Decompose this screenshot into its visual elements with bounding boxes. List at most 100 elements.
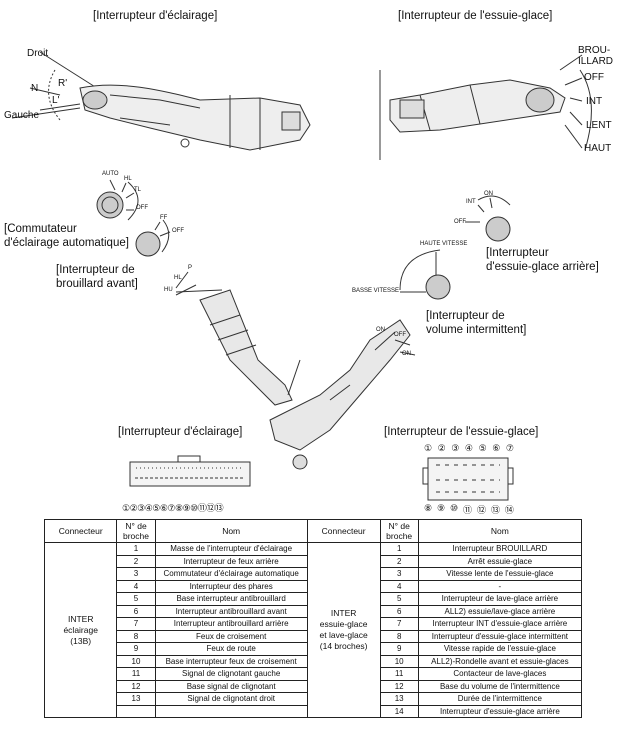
washer-label-on2: ON (402, 351, 411, 357)
pin-number-cell: 4 (116, 579, 156, 593)
auto-dial-auto: AUTO (102, 171, 119, 177)
pin-name-cell: Contacteur de lave-glaces (417, 667, 583, 681)
wiper-switch-title: [Interrupteur de l'essuie-glace] (398, 10, 553, 22)
fog-dial-off: OFF (172, 228, 184, 234)
rear-wiper-dial (465, 195, 511, 242)
auto-dial-hl: HL (124, 176, 132, 182)
pin-number-cell: 11 (379, 667, 419, 681)
wiper-label-brouillard: BROU- ILLARD (578, 45, 614, 67)
speed-dial-haute: HAUTE VITESSE (420, 241, 468, 247)
wiper-connector-drawing (422, 457, 514, 501)
pin-number-cell: 2 (116, 554, 156, 568)
pin-number-cell: 8 (379, 629, 419, 643)
col-header: N° de broche (116, 519, 156, 543)
stalk-label-hu: HU (164, 287, 173, 293)
lighting-connector-drawing (129, 455, 251, 487)
lighting-label-n: N (31, 83, 39, 94)
washer-label-off: OFF (394, 332, 406, 338)
front-fog-dial (135, 219, 171, 257)
left-connector-cell: INTER éclairage (13B) (43, 542, 118, 718)
washer-label-on1: ON (376, 327, 385, 333)
pin-number-cell: 2 (379, 554, 419, 568)
pin-label: ⑬ (490, 505, 500, 515)
pin-name-cell: Vitesse rapide de l'essuie-glace (417, 642, 583, 656)
rear-dial-int: INT (466, 199, 476, 205)
wiper-switch-drawing (379, 54, 592, 160)
pin-number-cell: 4 (379, 579, 419, 593)
pin-label: ⑧ (424, 503, 433, 513)
wiper-label-int: INT (586, 96, 603, 107)
pin-number-cell: 13 (379, 692, 419, 706)
stalk-label-hl: HL (174, 275, 182, 281)
pin-label: ② (437, 443, 446, 453)
pin-name-cell: - (417, 579, 583, 593)
lighting-label-gauche: Gauche (4, 110, 40, 121)
pin-label: ⑩ (450, 503, 459, 513)
intermittent-dial (399, 249, 451, 300)
pin-number-cell: 10 (379, 654, 419, 668)
wiper-label-lent: LENT (586, 120, 612, 131)
pin-name-cell: Base interrupteur feux de croisement (154, 654, 308, 668)
pin-name-cell: ALL2) essuie/lave-glace arrière (417, 604, 583, 618)
lighting-label-r: R' (58, 78, 68, 89)
pin-number-cell: 12 (116, 679, 156, 693)
pin-name-cell: Interrupteur de feux arrière (154, 554, 308, 568)
rear-dial-off: OFF (454, 219, 466, 225)
col-header: Connecteur (306, 519, 381, 543)
pin-name-cell: Feux de croisement (154, 629, 308, 643)
col-header: N° de broche (379, 519, 419, 543)
pin-label: ⑪ (463, 505, 473, 515)
pin-number-cell: 9 (379, 642, 419, 656)
pin-number-cell: 10 (116, 654, 156, 668)
pin-name-cell: Interrupteur des phares (154, 579, 308, 593)
pin-name-cell: Arrêt essuie-glace (417, 554, 583, 568)
lighting-label-l: L' (52, 95, 60, 106)
pin-name-cell: Interrupteur d'essuie-glace arrière (417, 704, 583, 718)
pin-label: ⑫ (477, 505, 487, 515)
pin-name-cell: Base signal de clignotant (154, 679, 308, 693)
front-fog-callout: [Interrupteur de brouillard avant] (56, 264, 138, 290)
pin-number-cell: 7 (379, 617, 419, 631)
pin-number-cell: 12 (379, 679, 419, 693)
wiper-pins-top: ① ② ③ ④ ⑤ ⑥ ⑦ (424, 443, 514, 454)
pin-label: ⑭ (504, 505, 514, 515)
pin-name-cell: Interrupteur INT d'essuie-glace arrière (417, 617, 583, 631)
lighting-switch-title: [Interrupteur d'éclairage] (93, 10, 218, 22)
pin-name-cell: Base du volume de l'intermittence (417, 679, 583, 693)
pin-label: ③ (451, 443, 460, 453)
pin-number-cell: 3 (379, 567, 419, 581)
wiper-stalk-drawing (269, 319, 416, 470)
rear-wiper-callout: [Interrupteur d'essuie-glace arrière] (486, 247, 599, 273)
pin-name-cell (154, 704, 308, 718)
col-header: Connecteur (43, 519, 118, 543)
stalk-label-p: P (188, 265, 193, 271)
pin-number-cell: 13 (116, 692, 156, 706)
wiper-connector-title: [Interrupteur de l'essuie-glace] (384, 426, 539, 438)
pin-name-cell: Commutateur d'éclairage automatique (154, 567, 308, 581)
pin-number-cell: 5 (379, 592, 419, 606)
pin-label: ⑥ (492, 443, 501, 453)
pin-name-cell: Base interrupteur antibrouillard (154, 592, 308, 606)
pin-number-cell (116, 704, 156, 718)
pin-number-cell: 1 (116, 542, 156, 556)
pin-number-cell: 9 (116, 642, 156, 656)
wiper-label-haut: HAUT (584, 143, 612, 154)
lighting-connector-title: [Interrupteur d'éclairage] (118, 426, 243, 438)
pin-name-cell: Interrupteur antibrouillard arrière (154, 617, 308, 631)
col-header: Nom (417, 519, 583, 543)
pin-number-cell: 7 (116, 617, 156, 631)
pin-number-cell: 11 (116, 667, 156, 681)
pin-name-cell: Interrupteur d'essuie-glace intermittent (417, 629, 583, 643)
auto-dial-tl: TL (134, 187, 142, 193)
pin-label: ⑤ (478, 443, 487, 453)
